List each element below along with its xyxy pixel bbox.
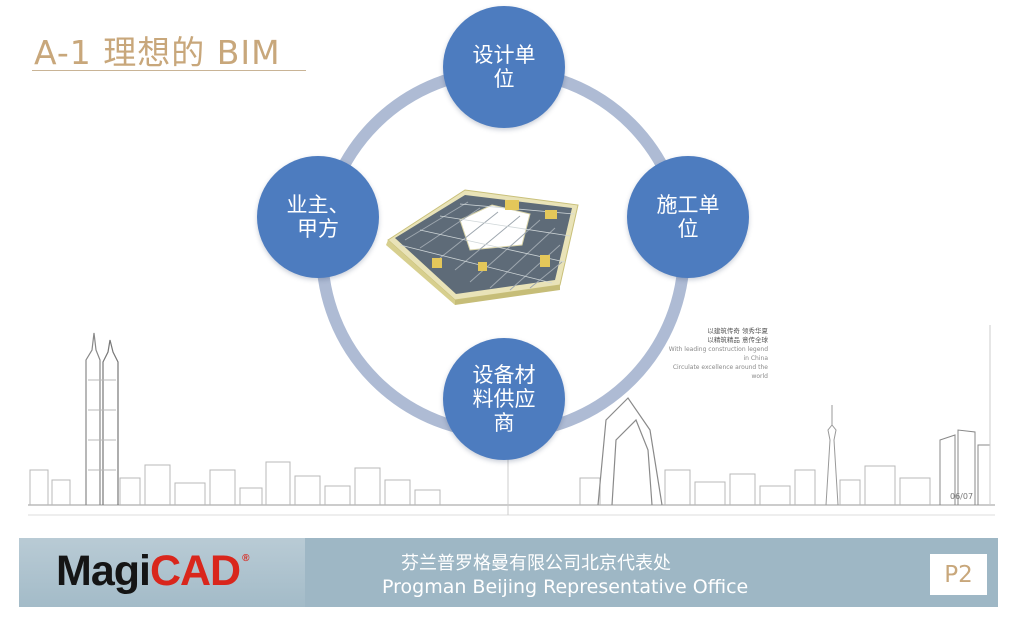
- skyline-tagline: 以建筑传奇 领秀华夏 以精筑精品 意传全球 With leading const…: [664, 327, 768, 381]
- logo-panel: MagiCAD®: [19, 538, 305, 607]
- node-equipment-supplier: 设备材料供应商: [443, 338, 565, 460]
- logo-text-magi: Magi: [56, 547, 151, 595]
- page-number-box: P2: [930, 554, 987, 595]
- bim-building-model-image: [386, 189, 579, 305]
- company-name-english: Progman Beijing Representative Office: [382, 576, 749, 598]
- node-owner-label: 业主、甲方: [286, 193, 350, 241]
- tagline-line4: Circulate excellence around the world: [672, 364, 768, 380]
- registered-mark: ®: [242, 553, 249, 564]
- illustration-page-number: 06/07: [950, 492, 974, 501]
- footer-bar: MagiCAD® 芬兰普罗格曼有限公司北京代表处 Progman Beijing…: [19, 538, 998, 607]
- node-construction-unit: 施工单位: [627, 156, 749, 278]
- tagline-line1: 以建筑传奇 领秀华夏: [707, 327, 768, 335]
- node-equipment-supplier-label: 设备材料供应商: [472, 363, 536, 435]
- logo-text-cad: CAD: [149, 547, 241, 595]
- tagline-line3: With leading construction legend in Chin…: [668, 346, 768, 362]
- node-design-unit-label: 设计单位: [472, 43, 536, 91]
- node-construction-unit-label: 施工单位: [656, 193, 720, 241]
- node-design-unit: 设计单位: [443, 6, 565, 128]
- title-underline: [32, 70, 306, 71]
- city-skyline-illustration: [28, 325, 995, 516]
- magicad-logo: MagiCAD®: [56, 547, 250, 596]
- node-owner: 业主、甲方: [257, 156, 379, 278]
- slide-title: A-1 理想的 BIM: [34, 33, 281, 72]
- company-name-chinese: 芬兰普罗格曼有限公司北京代表处: [401, 553, 671, 574]
- tagline-line2: 以精筑精品 意传全球: [707, 336, 768, 344]
